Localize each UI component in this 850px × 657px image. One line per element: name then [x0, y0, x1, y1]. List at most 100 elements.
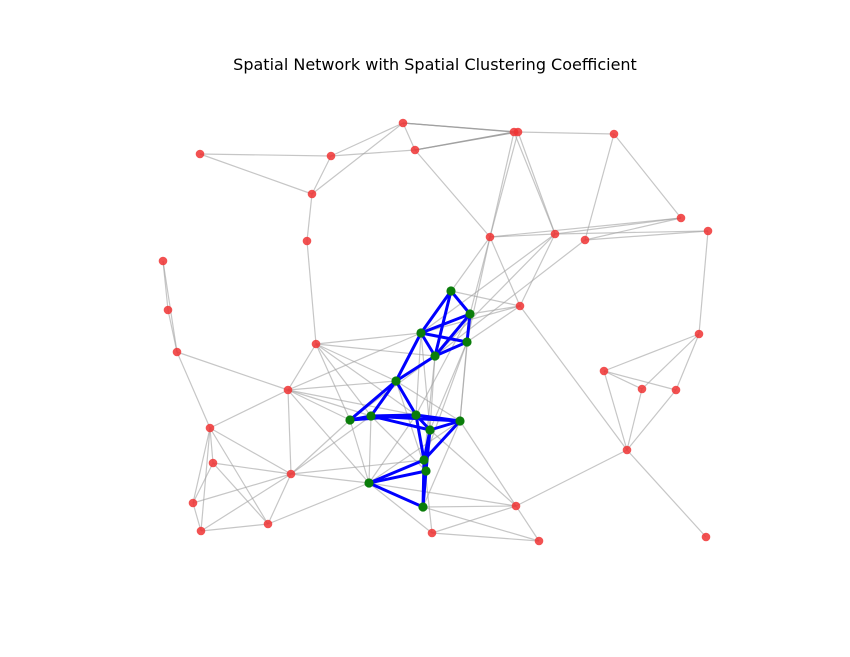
- network-node: [263, 519, 273, 529]
- network-edge: [519, 305, 628, 451]
- cluster-node: [421, 466, 431, 476]
- network-node: [158, 256, 168, 266]
- network-edge: [192, 462, 214, 504]
- network-node: [599, 366, 609, 376]
- network-edge: [423, 355, 436, 461]
- network-edge: [469, 305, 521, 315]
- cluster-node: [416, 328, 426, 338]
- cluster-node: [411, 410, 421, 420]
- network-edge: [176, 351, 211, 429]
- cluster-edge: [422, 419, 462, 462]
- network-node: [622, 445, 632, 455]
- network-edge: [368, 482, 433, 534]
- network-edge: [434, 233, 556, 357]
- network-edge: [200, 523, 269, 532]
- cluster-edge: [421, 469, 428, 509]
- network-edge: [212, 462, 292, 475]
- network-edge: [519, 233, 556, 307]
- network-edge: [311, 155, 332, 195]
- network-node: [671, 385, 681, 395]
- cluster-edge: [394, 354, 437, 383]
- cluster-edge: [414, 413, 426, 462]
- network-node: [326, 151, 336, 161]
- network-edge: [626, 388, 643, 451]
- network-edge: [431, 505, 517, 534]
- network-edge: [402, 122, 416, 151]
- network-edge: [402, 122, 519, 133]
- network-edge: [415, 313, 471, 416]
- cluster-edge: [428, 419, 462, 432]
- network-edge: [267, 482, 370, 525]
- network-edge: [603, 370, 677, 391]
- network-edge: [603, 333, 700, 372]
- cluster-node: [425, 425, 435, 435]
- network-edge: [290, 459, 425, 475]
- network-edge: [554, 230, 709, 235]
- network-edge: [209, 427, 269, 525]
- network-edge: [315, 343, 417, 416]
- cluster-edge: [433, 312, 472, 358]
- cluster-edge: [414, 413, 462, 423]
- network-edge: [613, 133, 682, 219]
- network-node: [283, 385, 293, 395]
- cluster-edges-layer: [348, 289, 472, 509]
- network-edge: [287, 389, 372, 417]
- network-edge: [192, 473, 292, 504]
- cluster-edge: [394, 331, 423, 383]
- network-edge: [515, 505, 540, 542]
- network-edge: [459, 420, 517, 507]
- cluster-edge: [419, 289, 453, 335]
- network-edge: [517, 131, 556, 235]
- network-edge: [200, 473, 292, 532]
- network-node: [205, 423, 215, 433]
- network-edge: [584, 230, 709, 241]
- cluster-node: [462, 337, 472, 347]
- network-edge: [330, 149, 416, 157]
- network-edge: [414, 131, 519, 151]
- network-edge: [489, 131, 519, 238]
- network-edge: [431, 532, 540, 542]
- network-edge: [422, 505, 517, 508]
- network-edge: [306, 240, 317, 345]
- network-node: [307, 189, 317, 199]
- network-node: [188, 498, 198, 508]
- cluster-node: [366, 411, 376, 421]
- cluster-node: [430, 351, 440, 361]
- network-edge: [641, 333, 700, 390]
- cluster-edge: [369, 414, 432, 432]
- network-edge: [311, 122, 404, 195]
- network-edge: [626, 389, 677, 451]
- network-edge: [287, 343, 317, 391]
- network-edge: [422, 506, 540, 542]
- cluster-edge: [465, 312, 472, 344]
- network-node: [515, 301, 525, 311]
- network-node: [534, 536, 544, 546]
- network-edge: [698, 230, 709, 335]
- network-node: [311, 339, 321, 349]
- nodes-layer: [158, 118, 713, 546]
- network-edge: [434, 239, 586, 357]
- network-edge: [287, 389, 292, 475]
- network-edge: [415, 332, 422, 416]
- network-edge: [368, 420, 461, 484]
- network-edge: [675, 333, 700, 391]
- network-edge: [466, 305, 521, 343]
- edges-layer: [162, 122, 709, 542]
- network-node: [550, 229, 560, 239]
- network-node: [609, 129, 619, 139]
- cluster-node: [419, 455, 429, 465]
- network-edge: [192, 502, 202, 532]
- cluster-node: [446, 286, 456, 296]
- cluster-edge: [433, 340, 469, 358]
- network-edge: [167, 309, 178, 353]
- network-edge: [584, 217, 682, 241]
- network-edge: [209, 427, 292, 475]
- network-edge: [306, 193, 313, 242]
- network-edge: [513, 131, 556, 235]
- network-edge: [200, 427, 211, 532]
- network-edge: [603, 370, 643, 390]
- network-edge: [349, 419, 370, 484]
- cluster-node: [465, 309, 475, 319]
- network-edge: [489, 217, 682, 238]
- network-edge: [584, 133, 615, 241]
